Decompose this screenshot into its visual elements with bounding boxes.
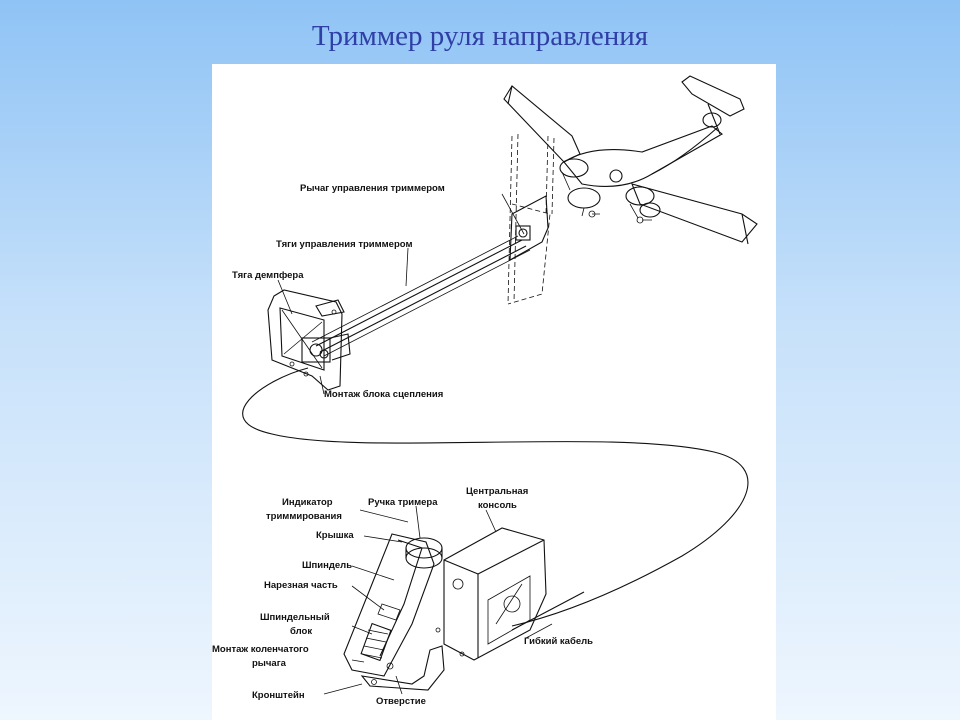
label-trim-knob: Ручка тримера [368, 497, 438, 508]
label-bracket: Кронштейн [252, 690, 305, 701]
label-bellcrank-line1: Монтаж коленчатого [212, 644, 309, 655]
rudder-trim-diagram: Рычаг управления триммером Тяги управлен… [212, 75, 758, 707]
label-threaded-part: Нарезная часть [264, 580, 338, 591]
label-trim-indicator-line1: Индикатор [282, 497, 333, 508]
slide-title: Триммер руля направления [311, 20, 649, 52]
rudder-fin-drawing [507, 133, 555, 305]
label-clutch-assembly: Монтаж блока сцепления [324, 389, 443, 400]
label-trim-indicator-line2: триммирования [266, 511, 342, 522]
label-central-console-line2: консоль [478, 500, 517, 511]
diagram-figure: Рычаг управления триммером Тяги управлен… [212, 64, 776, 720]
flex-cable-drawing [242, 367, 749, 627]
label-spindle-block-line1: Шпиндельный [260, 612, 330, 623]
label-central-console-line1: Центральная [466, 486, 528, 497]
airplane-drawing [503, 75, 758, 245]
label-spindle-block-line2: блок [290, 626, 312, 637]
label-flex-cable: Гибкий кабель [524, 636, 593, 647]
label-trim-lever: Рычаг управления триммером [300, 183, 445, 194]
clutch-block-drawing [267, 289, 351, 391]
label-cover: Крышка [316, 530, 354, 541]
label-damper-rod: Тяга демпфера [232, 270, 304, 281]
console-drawing [343, 527, 547, 691]
trim-rods-drawing [311, 235, 531, 357]
label-hole: Отверстие [376, 696, 426, 707]
leader-lines [277, 193, 553, 695]
label-bellcrank-line2: рычага [252, 658, 287, 669]
label-trim-rods: Тяги управления триммером [276, 239, 412, 250]
label-spindle: Шпиндель [302, 560, 352, 571]
